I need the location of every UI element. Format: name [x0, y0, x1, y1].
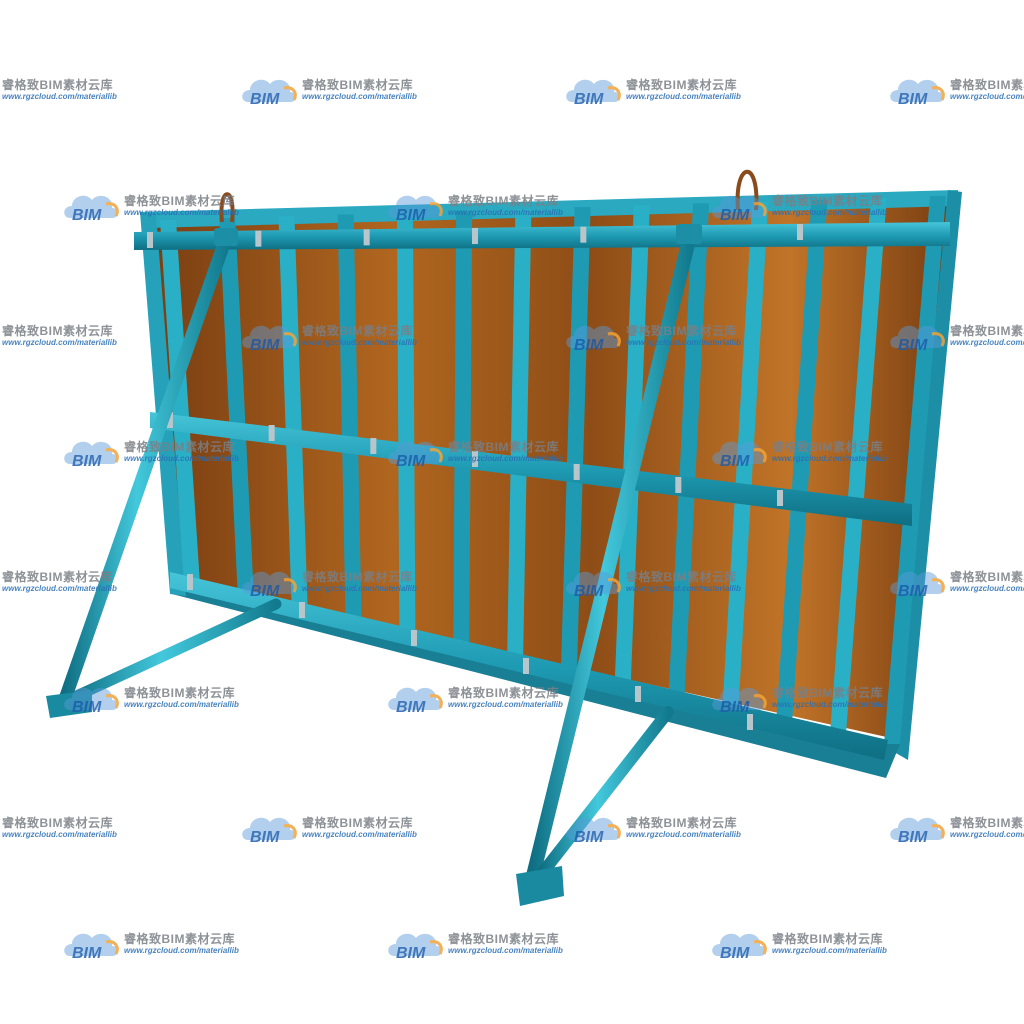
tie-bolt [472, 228, 478, 244]
tie-bolt [411, 630, 417, 646]
top-rail [134, 222, 950, 250]
tie-bolt [299, 602, 305, 618]
tie-bolt [147, 232, 153, 248]
tie-bolt [268, 425, 275, 441]
vertical-stud [776, 199, 828, 720]
vertical-stud [560, 207, 591, 671]
vertical-stud [160, 220, 200, 584]
frame-right-edge [894, 190, 962, 760]
tie-bolt [573, 464, 580, 480]
brace-left-short [62, 598, 282, 706]
tie-bolt [635, 686, 641, 702]
tie-bolt [523, 658, 529, 674]
brace-right-long [525, 229, 697, 887]
vertical-stud [337, 214, 362, 621]
tie-bolt [370, 438, 377, 454]
tie-bolt [777, 490, 783, 506]
tie-bolt [747, 714, 753, 730]
foot-plate-left [46, 690, 92, 718]
tie-bolt [363, 229, 370, 246]
foot-plate-right [516, 866, 564, 906]
tie-bolt [797, 224, 803, 240]
brace-right-short [534, 706, 674, 882]
tie-bolt [675, 477, 682, 493]
brace-left-long [57, 231, 233, 709]
tie-bolt [255, 230, 262, 247]
vertical-stud [278, 216, 308, 609]
tie-bolt [580, 226, 587, 243]
clamp-right-top [676, 224, 702, 244]
tie-bolt [187, 574, 193, 590]
lifting-hook-right [735, 169, 759, 211]
vertical-stud [884, 196, 946, 744]
vertical-stud [830, 197, 887, 732]
tie-bolt [167, 412, 173, 428]
tie-bolt [472, 451, 478, 467]
vertical-stud [396, 212, 416, 634]
vertical-stud [453, 210, 473, 646]
vertical-stud [722, 201, 769, 708]
vertical-stud [219, 218, 254, 597]
vertical-studs [160, 196, 946, 744]
clamp-left-top [214, 228, 238, 246]
lifting-hook-left [219, 192, 235, 223]
vertical-stud [507, 208, 532, 658]
middle-rail [150, 412, 912, 526]
vertical-stud [668, 203, 710, 695]
